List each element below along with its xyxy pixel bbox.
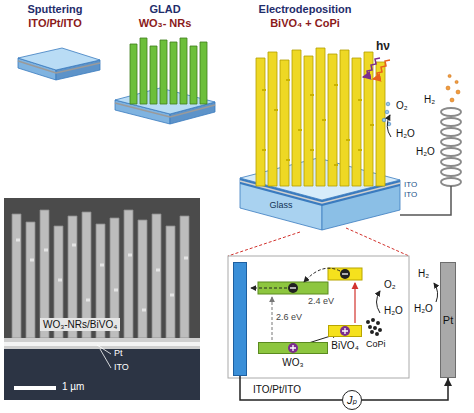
band-diagram-frame <box>228 256 409 378</box>
species-label: H₂O <box>414 303 433 314</box>
counter-electrode: Pt <box>440 262 456 378</box>
conduction-band <box>258 282 328 294</box>
material-label: BiVO₄ <box>331 340 358 351</box>
pt-layer <box>115 103 215 117</box>
scale-bar <box>14 386 56 390</box>
band-gap-arrow <box>272 297 273 340</box>
species-label: H₂O <box>396 128 415 139</box>
step-title: GLAD <box>149 3 180 15</box>
pt-layer <box>18 61 100 73</box>
sem-image <box>4 198 200 400</box>
electrode-label: Pt <box>443 314 453 326</box>
step-title: Sputtering <box>28 3 83 15</box>
species-label: H₂O <box>416 146 435 157</box>
circuit-wire <box>362 378 448 400</box>
leader-line <box>97 345 111 368</box>
layer-label: ITO <box>114 363 129 373</box>
material-label: BiVO₄ + CoPi <box>270 17 340 29</box>
valence-band: WO₃ <box>258 342 328 354</box>
external-wire <box>400 186 451 215</box>
electron-sign <box>290 287 296 288</box>
photoanode-electrode: ITO/Pt/ITO <box>233 262 247 376</box>
reaction-arrow <box>387 115 391 137</box>
light-symbol: hν <box>376 40 390 53</box>
valence-band: BiVO₄ <box>328 325 362 337</box>
layer-label: ITO <box>404 191 417 200</box>
reaction-arrow <box>377 291 381 313</box>
zoom-lines <box>228 228 409 256</box>
hydrogen-bubbles <box>446 74 460 102</box>
glass-layer <box>4 349 200 400</box>
sem-annotation: WO₃-NRs/BiVO₄ <box>40 318 120 331</box>
catalyst-label: CoPi <box>366 340 386 350</box>
material-label: WO₃ <box>282 357 303 368</box>
sem-nanorods <box>12 210 189 338</box>
electron-sign <box>342 273 348 274</box>
wo3-nanorods <box>130 38 207 104</box>
circuit-wire <box>240 376 342 400</box>
electron <box>288 283 298 293</box>
conduction-band <box>328 268 362 280</box>
species-label: H₂ <box>418 268 429 279</box>
bivo4-nanorods <box>256 48 385 186</box>
pt-layer <box>4 342 200 346</box>
energy-label: 2.4 eV <box>308 297 334 307</box>
rod-texture <box>262 80 374 165</box>
ito-layer <box>4 338 200 342</box>
electron-transfer-arrow <box>304 268 340 282</box>
material-label: ITO/Pt/ITO <box>28 17 81 29</box>
pt-coil <box>441 108 461 186</box>
scale-label: 1 µm <box>62 381 84 392</box>
species-label: H₂O <box>384 305 403 316</box>
layer-label: Glass <box>269 201 292 211</box>
copi-catalyst <box>366 318 382 336</box>
species-label: O₂ <box>396 100 408 111</box>
current-meter: Jₚ <box>342 390 362 410</box>
energy-label: 2.6 eV <box>276 313 302 323</box>
electron-transfer-arrow <box>251 288 287 289</box>
substrate-top <box>18 48 100 70</box>
sem-texture <box>16 240 188 310</box>
layer-label: ITO <box>404 181 417 190</box>
species-label: O₂ <box>384 279 396 290</box>
layer-label: Pt <box>114 349 123 359</box>
reaction-arrow <box>434 283 438 302</box>
light-wave <box>373 60 390 79</box>
oxygen-bubbles <box>382 102 391 126</box>
step-title: Electrodeposition <box>259 3 352 15</box>
material-label: WO₃- NRs <box>139 17 192 29</box>
species-label: H₂ <box>424 94 435 105</box>
electron <box>340 269 350 279</box>
electrode-label: ITO/Pt/ITO <box>253 384 301 395</box>
band-gap-arrow <box>354 283 355 323</box>
current-symbol: Jₚ <box>347 394 357 406</box>
